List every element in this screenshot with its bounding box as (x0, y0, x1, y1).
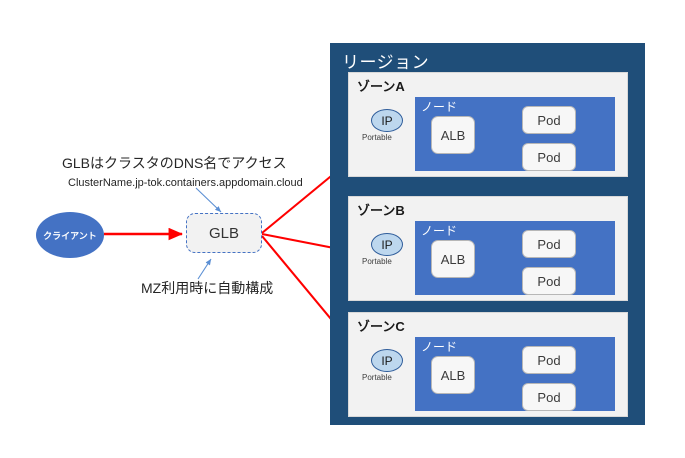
zone-panel-a: ゾーンA IP Portable ノード ALB Pod Pod (348, 72, 628, 177)
node-label-a: ノード (421, 100, 458, 114)
pod-node-c1[interactable]: Pod (522, 346, 576, 374)
alb-label-c: ALB (440, 367, 466, 383)
glb-label: GLB (208, 224, 239, 242)
pod-label-b2: Pod (537, 273, 561, 289)
portable-ip-label-b: IP (381, 237, 393, 252)
node-container-c: ノード ALB Pod Pod (415, 337, 615, 411)
pod-node-a1[interactable]: Pod (522, 106, 576, 134)
portable-ip-b[interactable]: IP (371, 233, 403, 256)
pod-node-a2[interactable]: Pod (522, 143, 576, 171)
node-label-c: ノード (421, 340, 458, 354)
annotation-mz-auto: MZ利用時に自動構成 (141, 280, 274, 296)
pod-node-c2[interactable]: Pod (522, 383, 576, 411)
annotation-arrow-hostname (195, 187, 222, 213)
alb-label-a: ALB (440, 127, 466, 143)
client-label: クライアント (43, 230, 97, 241)
alb-node-a[interactable]: ALB (431, 116, 475, 154)
zone-label-c: ゾーンC (357, 319, 405, 334)
zone-panel-b: ゾーンB IP Portable ノード ALB Pod Pod (348, 196, 628, 301)
pod-label-c2: Pod (537, 389, 561, 405)
alb-label-b: ALB (440, 251, 466, 267)
portable-ip-sublabel-c: Portable (362, 373, 392, 382)
portable-ip-sublabel-b: Portable (362, 257, 392, 266)
annotation-dns-access: GLBはクラスタのDNS名でアクセス (62, 155, 287, 171)
node-container-a: ノード ALB Pod Pod (415, 97, 615, 171)
client-node[interactable]: クライアント (36, 212, 104, 258)
node-label-b: ノード (421, 224, 458, 238)
zone-label-a: ゾーンA (357, 79, 405, 94)
region-label: リージョン (342, 53, 430, 72)
annotation-arrow-mz (197, 258, 212, 280)
portable-ip-a[interactable]: IP (371, 109, 403, 132)
pod-label-a1: Pod (537, 112, 561, 128)
glb-node[interactable]: GLB (186, 213, 262, 253)
pod-label-c1: Pod (537, 352, 561, 368)
alb-node-c[interactable]: ALB (431, 356, 475, 394)
pod-label-a2: Pod (537, 149, 561, 165)
portable-ip-c[interactable]: IP (371, 349, 403, 372)
pod-node-b1[interactable]: Pod (522, 230, 576, 258)
annotation-hostname: ClusterName.jp-tok.containers.appdomain.… (68, 177, 303, 189)
zone-panel-c: ゾーンC IP Portable ノード ALB Pod Pod (348, 312, 628, 417)
alb-node-b[interactable]: ALB (431, 240, 475, 278)
node-container-b: ノード ALB Pod Pod (415, 221, 615, 295)
portable-ip-label-a: IP (381, 113, 393, 128)
portable-ip-sublabel-a: Portable (362, 133, 392, 142)
pod-label-b1: Pod (537, 236, 561, 252)
region-container: リージョン ゾーンA IP Portable ノード ALB Pod Pod (330, 43, 645, 425)
zone-label-b: ゾーンB (357, 203, 405, 218)
pod-node-b2[interactable]: Pod (522, 267, 576, 295)
portable-ip-label-c: IP (381, 353, 393, 368)
